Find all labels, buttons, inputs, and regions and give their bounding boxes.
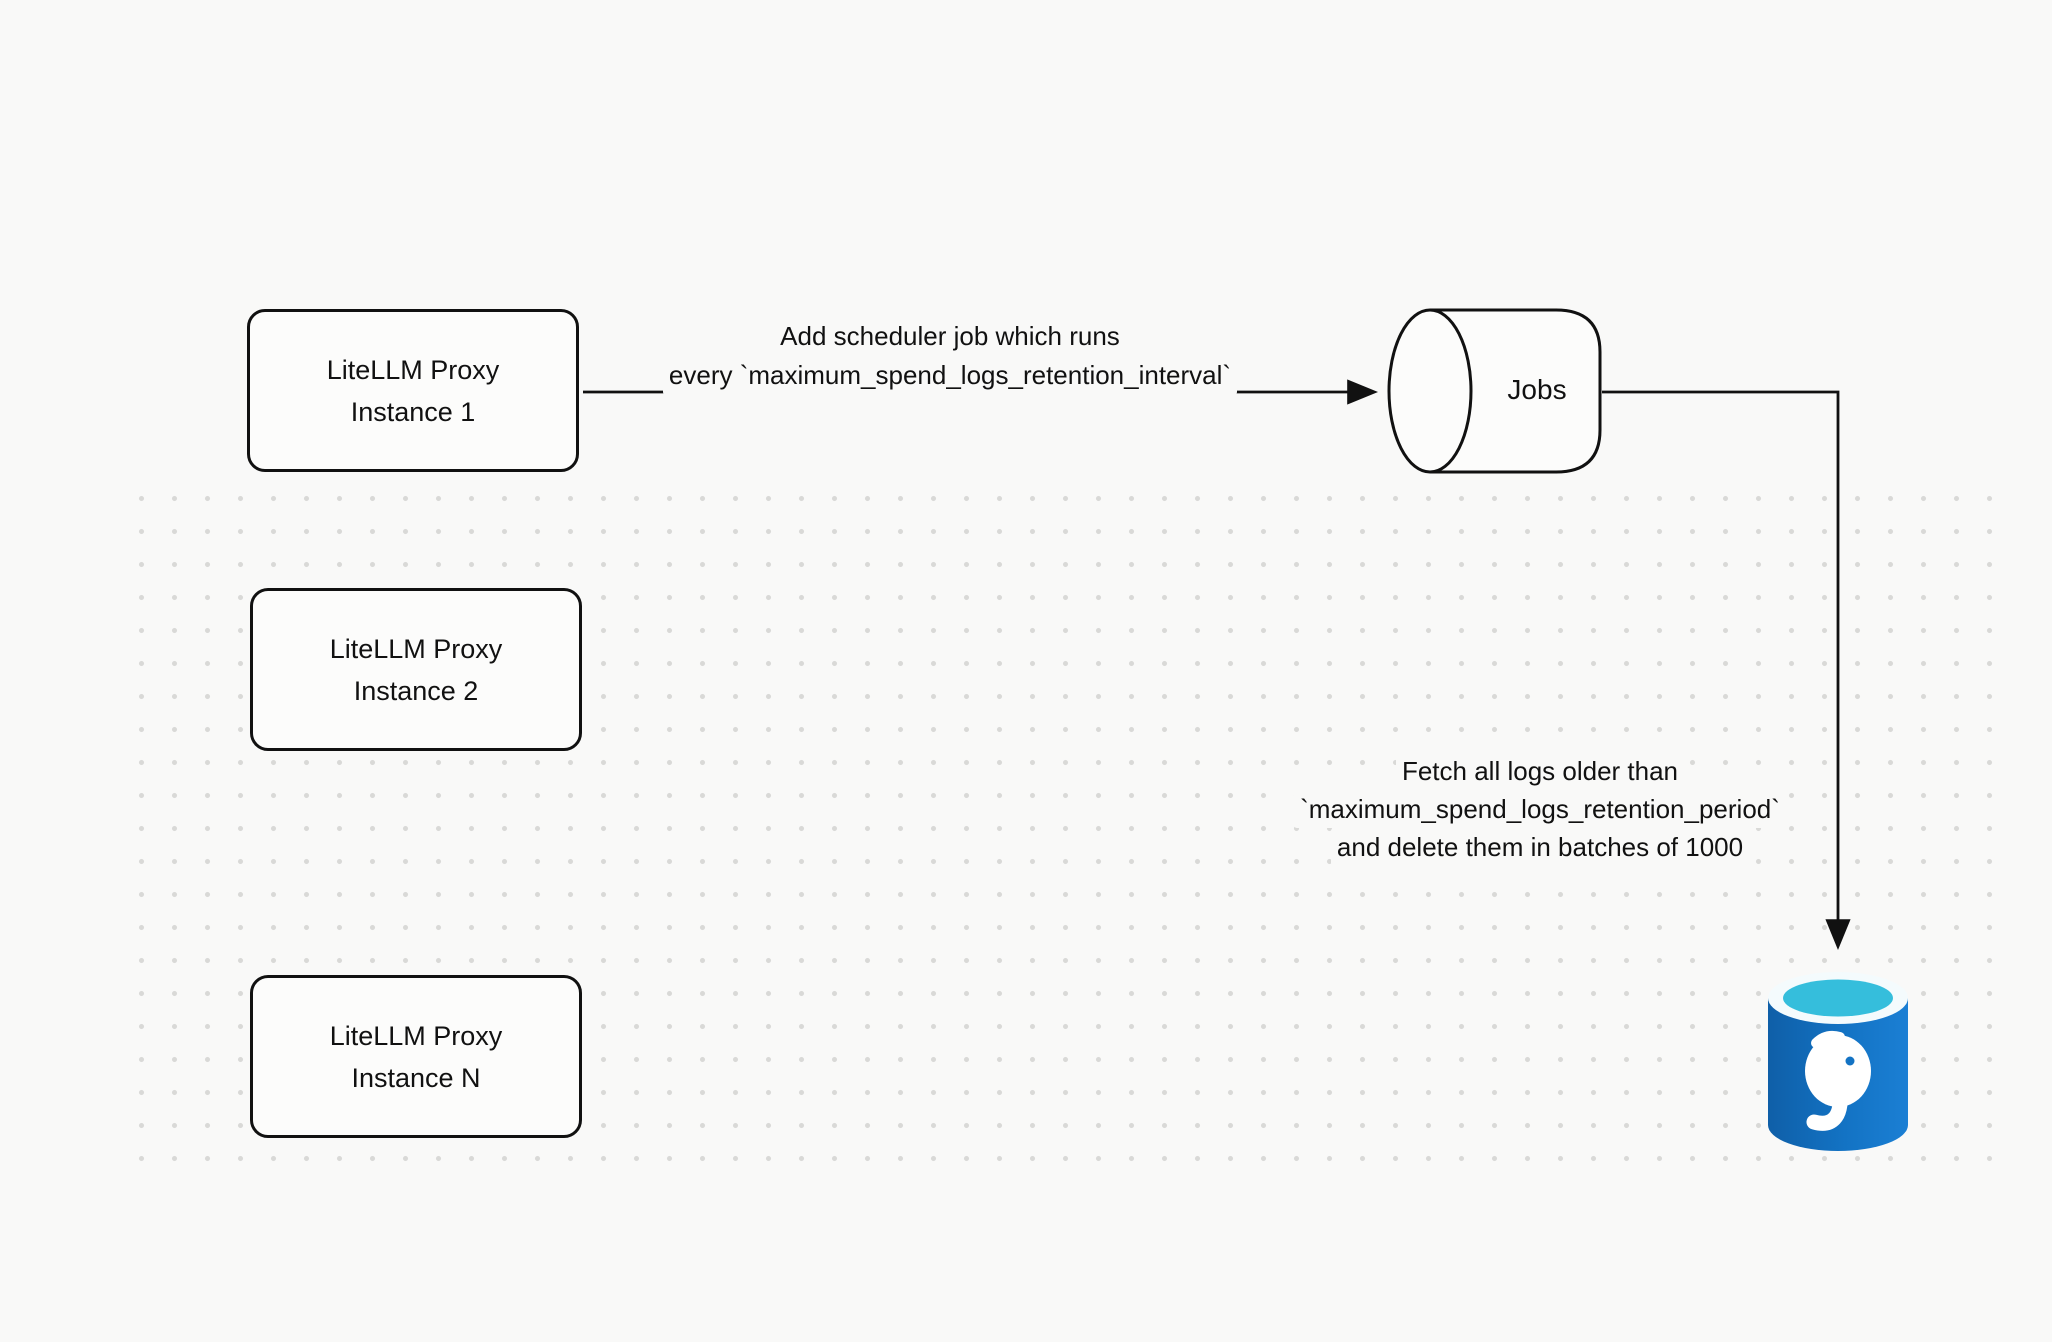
node-label-line: Instance N	[351, 1062, 481, 1093]
edge-label-line: Add scheduler job which runs	[774, 317, 1126, 356]
edge-label-line: `maximum_spend_logs_retention_period`	[1294, 790, 1786, 828]
node-litellm-proxy-instance-1: LiteLLM Proxy Instance 1	[247, 309, 579, 472]
node-label-line: Instance 1	[350, 396, 476, 427]
node-label-line: LiteLLM Proxy	[326, 354, 500, 385]
postgres-elephant-glyph	[1805, 1030, 1871, 1131]
edge-label-line: and delete them in batches of 1000	[1330, 828, 1750, 866]
jobs-cylinder-shape	[1387, 308, 1602, 474]
edge-label-line: Fetch all logs older than	[1395, 752, 1685, 790]
postgresql-database-icon	[1768, 972, 1908, 1151]
node-label-line: Instance 2	[353, 675, 479, 706]
jobs-node-label: Jobs	[1507, 374, 1567, 405]
edge-label-fetch-delete: Fetch all logs older than `maximum_spend…	[1210, 752, 1870, 866]
edge-label-line: every `maximum_spend_logs_retention_inte…	[662, 356, 1238, 395]
node-label-line: LiteLLM Proxy	[329, 633, 503, 664]
node-litellm-proxy-instance-n: LiteLLM Proxy Instance N	[250, 975, 582, 1138]
node-jobs-queue: Jobs	[1384, 306, 1606, 476]
node-litellm-proxy-instance-2: LiteLLM Proxy Instance 2	[250, 588, 582, 751]
node-label-line: LiteLLM Proxy	[329, 1020, 503, 1051]
edge-label-add-scheduler: Add scheduler job which runs every `maxi…	[600, 317, 1300, 395]
